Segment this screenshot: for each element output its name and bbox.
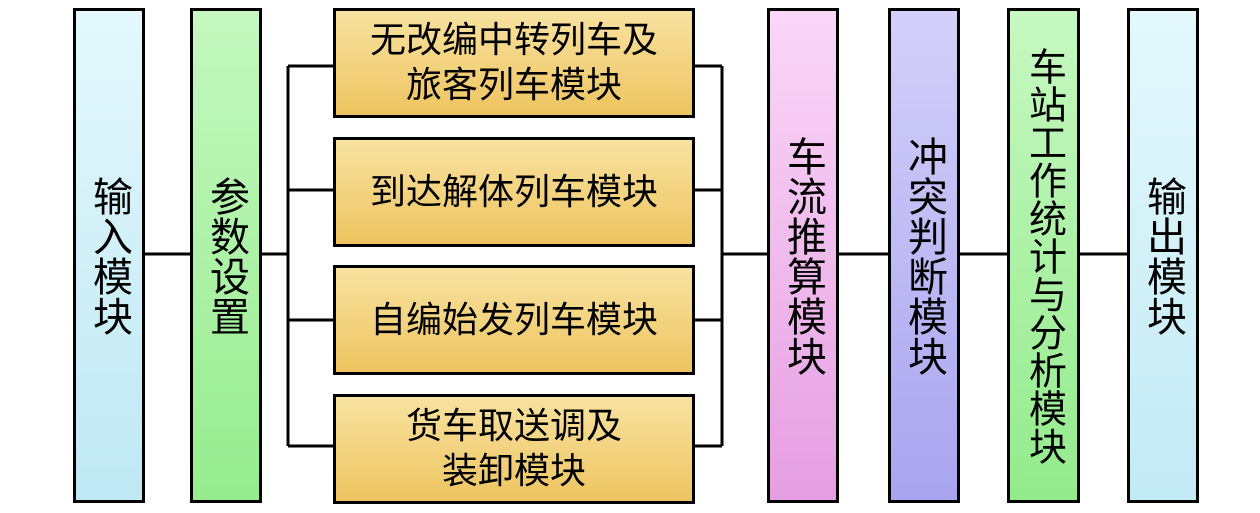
sub-module-4-label: 货车取送调及 装卸模块 <box>405 406 622 492</box>
conflict-module: 冲突判断模块 <box>888 8 960 503</box>
flow-module-label: 车流推算模块 <box>780 135 826 376</box>
sub-module-1-label: 无改编中转列车及 旅客列车模块 <box>369 20 658 106</box>
sub-module-arrival-breakup: 到达解体列车模块 <box>333 137 695 247</box>
output-module-label: 输出模块 <box>1140 175 1186 336</box>
conflict-module-label: 冲突判断模块 <box>901 135 947 376</box>
params-module: 参数设置 <box>190 8 262 503</box>
stats-module: 车站工作统计与分析模块 <box>1007 8 1080 503</box>
sub-module-2-label: 到达解体列车模块 <box>369 171 658 213</box>
sub-module-3-label: 自编始发列车模块 <box>369 299 658 341</box>
output-module: 输出模块 <box>1127 8 1199 503</box>
sub-module-wagon-shunting-loading: 货车取送调及 装卸模块 <box>333 394 695 504</box>
sub-module-self-formed-departure: 自编始发列车模块 <box>333 265 695 375</box>
input-module: 输入模块 <box>73 8 145 503</box>
sub-module-nonreclassified-passenger: 无改编中转列车及 旅客列车模块 <box>333 8 695 118</box>
input-module-label: 输入模块 <box>86 175 132 336</box>
stats-module-label: 车站工作统计与分析模块 <box>1022 46 1067 465</box>
flow-module: 车流推算模块 <box>767 8 839 503</box>
params-module-label: 参数设置 <box>203 175 249 336</box>
